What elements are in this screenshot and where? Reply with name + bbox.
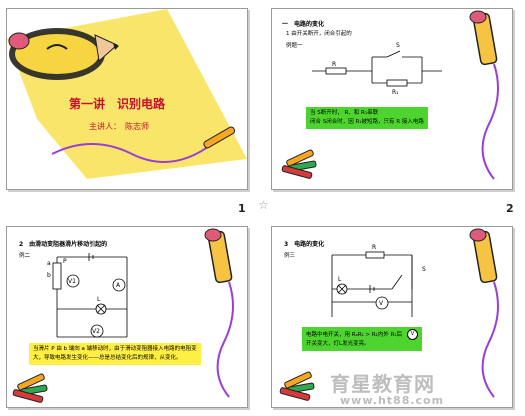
circuit-diagram <box>331 251 413 317</box>
section-heading: 一 电路的变化 <box>282 21 325 28</box>
pencil-cluster-icon <box>281 149 317 179</box>
lamp-l-label: L <box>97 296 101 303</box>
lamp-icon <box>95 303 107 315</box>
meter-v1-icon <box>66 274 80 288</box>
meter-v2-icon <box>90 324 104 338</box>
slide-2[interactable]: R R₁ S 一 电路的变化 1 由开关断开，闭合引起的 例题一 当 S断开时，… <box>271 8 513 190</box>
pencil-cluster-icon <box>12 373 48 403</box>
page-number-1: 1 <box>238 202 246 215</box>
purple-squiggle <box>481 281 499 398</box>
explanation-box: 电路中电开关，用 RₐR₁ > R₁内外 R₁后 V 开关变大，灯L发光变亮。 <box>302 327 422 351</box>
circuit-diagram <box>52 253 128 338</box>
switch-s-label: S <box>422 266 426 273</box>
point-text: 1 由开关断开，闭合引起的 <box>286 31 352 37</box>
slide-4-art: R S L V <box>279 228 499 401</box>
slider-p-label: P <box>63 258 67 265</box>
star-icon: ☆ <box>258 198 269 212</box>
slide-3-art: a b P V1 A L V2 <box>12 228 234 403</box>
ammeter-label: A <box>116 282 121 289</box>
purple-squiggle <box>51 143 213 163</box>
resistor-r-label: R <box>372 244 376 251</box>
ammeter-icon <box>112 278 126 292</box>
voltmeter-symbol-icon: V <box>406 329 418 340</box>
resistor-r-label: R <box>332 61 336 68</box>
example-label: 例二 <box>19 253 31 259</box>
explanation-line-2: 大，导致电路发生变化——总是总结变化后的规律，从变化。 <box>33 355 182 361</box>
presenter: 主讲人： 陈志师 <box>89 122 149 131</box>
pencil-icon <box>204 228 233 284</box>
page-number-2: 2 <box>506 202 514 215</box>
resistor-r1-label: R₁ <box>392 89 399 96</box>
slide-2-art: R R₁ S <box>281 10 499 180</box>
explanation-line-2: 闭合 S闭合时，因 R₁被短路，只有 R 接入电路 <box>310 119 424 125</box>
explanation-box: 当滑片 P 由 b 端向 a 端移动时，由于滑动变阻器接入电路的电阻变 大，导致… <box>29 343 201 365</box>
lamp-l-label: L <box>338 276 342 283</box>
explanation-line-1-text: 电路中电开关，用 RₐR₁ > R₁内外 R₁后 <box>306 332 403 338</box>
purple-squiggle <box>481 63 499 180</box>
explanation-line-1: 电路中电开关，用 RₐR₁ > R₁内外 R₁后 V <box>306 329 418 340</box>
watermark-url: www.ht88.com <box>340 394 445 407</box>
terminal-b-label: b <box>47 272 51 279</box>
voltmeter-icon <box>375 296 389 310</box>
meter-v2-label: V2 <box>92 328 100 335</box>
circuit-diagram <box>312 50 442 87</box>
pencil-icon <box>469 228 498 284</box>
explanation-line-1: 当 S断开时， R、和 R₁串联 <box>310 110 379 116</box>
slide-title: 第一讲 识别电路 <box>69 97 166 111</box>
pencil-icon <box>8 28 119 80</box>
explanation-line-1: 当滑片 P 由 b 端向 a 端移动时，由于滑动变阻器接入电路的电阻变 <box>33 346 197 352</box>
watermark-text: 育星教育网 <box>330 372 435 396</box>
terminal-a-label: a <box>47 260 51 267</box>
explanation-line-2: 开关变大，灯L发光变亮。 <box>306 341 370 347</box>
example-label: 例三 <box>284 253 296 259</box>
slide-4[interactable]: R S L V 3 电路的变化 例三 电路中电开关，用 RₐR₁ > R₁内外 … <box>271 226 513 408</box>
lamp-icon <box>336 283 348 295</box>
slide-1[interactable]: 第一讲 识别电路 主讲人： 陈志师 <box>6 8 248 190</box>
small-pencil-icon <box>203 126 236 149</box>
battery-icon <box>369 285 375 293</box>
meter-v1-label: V1 <box>68 278 76 285</box>
voltmeter-label: V <box>379 300 384 307</box>
switch-s-label: S <box>396 42 400 49</box>
purple-squiggle <box>216 281 234 398</box>
slide-3[interactable]: a b P V1 A L V2 2 由滑动变阻器滑片移动引起的 例二 当滑片 P… <box>6 226 248 408</box>
pencil-icon <box>469 10 498 66</box>
explanation-box: 当 S断开时， R、和 R₁串联 闭合 S闭合时，因 R₁被短路，只有 R 接入… <box>306 107 428 129</box>
pencil-cluster-icon <box>279 371 315 401</box>
section-heading: 2 由滑动变阻器滑片移动引起的 <box>19 241 108 248</box>
slide-1-art <box>7 9 247 179</box>
section-heading: 3 电路的变化 <box>284 241 325 248</box>
example-label: 例题一 <box>286 43 303 49</box>
